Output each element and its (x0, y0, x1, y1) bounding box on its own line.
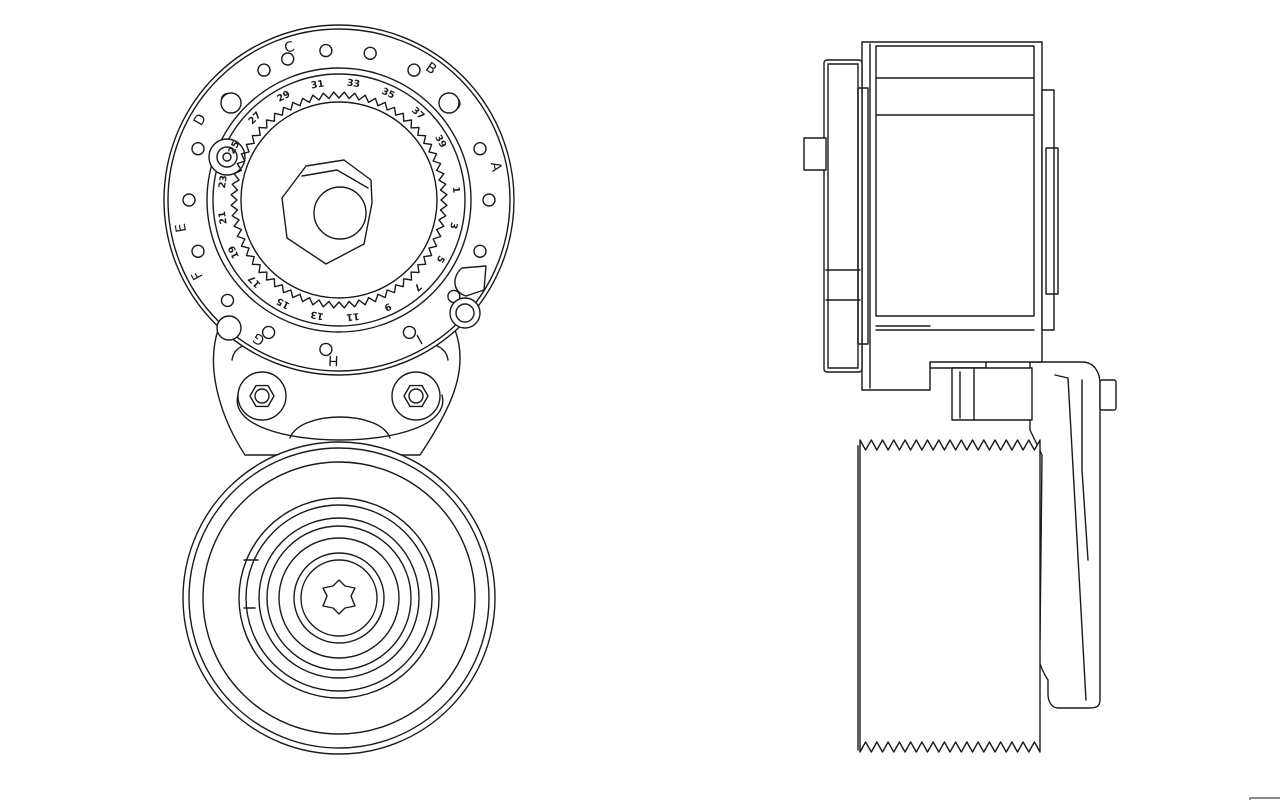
hub-stub (803, 137, 827, 171)
scale-number-25: 25 (227, 139, 243, 156)
torx-center-icon (322, 579, 356, 615)
index-hole-4 (407, 63, 421, 77)
scale-number-29: 29 (275, 89, 292, 105)
idler-pulley-front (182, 441, 496, 755)
side-view (803, 41, 1117, 753)
scale-number-21: 21 (217, 210, 230, 225)
scale-number-11: 11 (346, 310, 360, 322)
retaining-screws (208, 92, 481, 341)
step-block-2 (951, 367, 1033, 421)
mount-bolt-right (391, 371, 441, 421)
scale-number-3: 3 (447, 221, 459, 230)
arm-web (289, 416, 391, 439)
scale-number-31: 31 (310, 78, 325, 91)
gear-teeth (230, 91, 448, 309)
index-hole-14 (191, 244, 205, 259)
letter-label-I: I (413, 331, 425, 347)
index-hole-18 (257, 63, 271, 77)
index-hole-2 (319, 43, 333, 58)
scale-number-1: 1 (450, 186, 462, 194)
arm-pin (1099, 379, 1117, 411)
index-hole-7 (482, 193, 496, 207)
side-flange (823, 59, 863, 373)
scale-number-19: 19 (226, 244, 242, 261)
arm-saddle (236, 394, 444, 441)
scale-number-5: 5 (434, 253, 447, 264)
letter-label-H: H (328, 352, 339, 368)
scale-number-33: 33 (346, 78, 360, 91)
letter-label-A: A (487, 160, 505, 173)
index-hole-8 (473, 244, 487, 259)
scale-number-23: 23 (217, 174, 230, 189)
index-hole-3 (363, 46, 377, 60)
index-holes (182, 43, 496, 357)
index-hole-10 (402, 325, 417, 340)
index-hole-13 (220, 293, 235, 308)
letter-label-E: E (173, 222, 190, 234)
index-hole-15 (182, 193, 196, 207)
side-pulley-body (859, 439, 1041, 753)
index-hole-16 (191, 141, 205, 156)
center-bore (313, 186, 367, 240)
center-hex-nut (281, 159, 373, 265)
frame-corner (1249, 797, 1280, 800)
index-hole-11 (319, 342, 333, 357)
index-hole-6 (473, 141, 487, 156)
head-notch (454, 265, 487, 297)
index-hole-1 (281, 52, 295, 66)
side-main-body (861, 41, 1043, 391)
scale-number-13: 13 (310, 308, 325, 321)
right-cap (1041, 89, 1055, 331)
scale-number-9: 9 (382, 300, 393, 313)
mount-bolt-left (237, 371, 287, 421)
scale-number-35: 35 (380, 86, 397, 102)
index-hole-12 (261, 325, 276, 340)
